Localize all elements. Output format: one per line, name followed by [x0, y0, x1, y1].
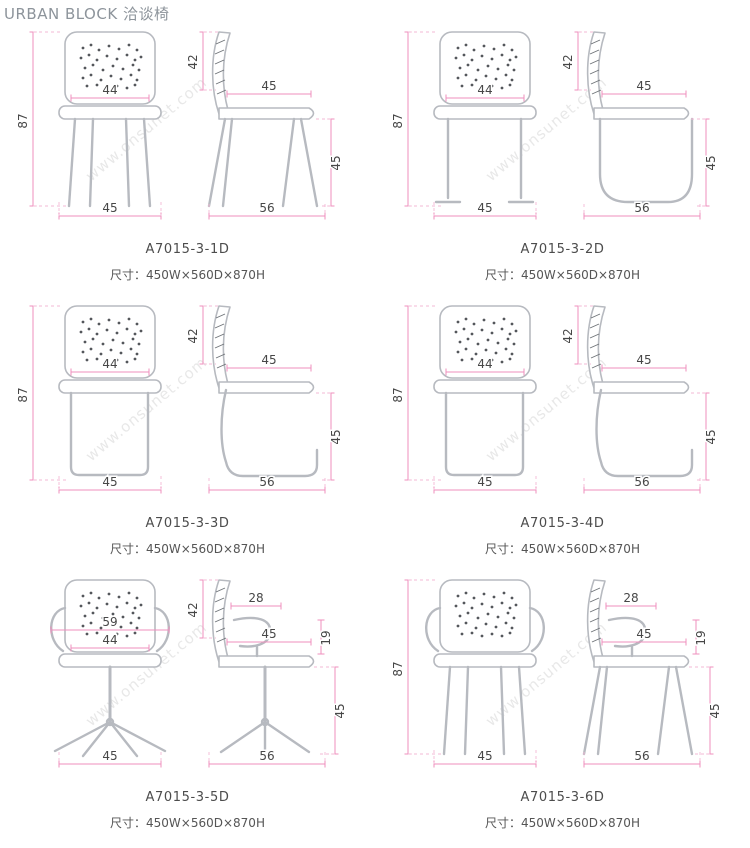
dim-side-seat-height: 45 — [704, 155, 718, 170]
front-view — [59, 306, 161, 477]
side-view — [586, 305, 693, 478]
chair-spec-cell-2: 87 44 45 42 45 45 56 A7015-3-2D 尺寸：450W×… — [375, 26, 750, 300]
dim-side-seat-depth: 45 — [261, 353, 276, 367]
chair-drawing-4: 87 44 45 42 45 45 56 — [389, 305, 719, 491]
dim-front-base-width: 45 — [102, 201, 117, 215]
dim-side-seat-depth: 45 — [261, 79, 276, 93]
page-title: URBAN BLOCK 洽谈椅 — [4, 5, 170, 23]
size-label: 尺寸：450W×560D×870H — [110, 268, 265, 282]
chair-drawing-5: 59 44 45 42 28 45 19 45 56 — [49, 579, 348, 765]
size-label: 尺寸：450W×560D×870H — [110, 542, 265, 556]
dim-side-back-height: 42 — [186, 602, 200, 617]
dim-side-back-height: 42 — [186, 328, 200, 343]
dim-front-height: 87 — [391, 387, 405, 402]
model-number: A7015-3-3D — [145, 516, 230, 531]
side-view — [586, 31, 693, 204]
dim-side-arm-height: 19 — [319, 630, 333, 645]
dim-front-seat-width: 44 — [477, 357, 492, 371]
model-number: A7015-3-5D — [145, 790, 230, 805]
model-number: A7015-3-6D — [520, 790, 605, 805]
dim-front-seat-width: 44 — [477, 83, 492, 97]
dim-front-base-width: 45 — [477, 201, 492, 215]
dim-side-seat-depth: 45 — [636, 353, 651, 367]
dim-side-arm-depth: 28 — [623, 591, 638, 605]
dim-side-seat-depth: 45 — [261, 627, 276, 641]
front-view — [424, 580, 545, 756]
dim-side-base-depth: 56 — [634, 475, 649, 489]
front-view — [434, 32, 536, 204]
chair-drawing-3: 87 44 45 42 45 45 56 — [14, 305, 344, 491]
dim-front-height: 87 — [16, 113, 30, 128]
chair-drawing-2: 87 44 45 42 45 45 56 — [389, 31, 719, 217]
dim-front-height: 87 — [391, 661, 405, 676]
dim-side-seat-depth: 45 — [636, 79, 651, 93]
size-label: 尺寸：450W×560D×870H — [485, 816, 640, 830]
dim-side-back-height: 42 — [561, 328, 575, 343]
dim-side-base-depth: 56 — [634, 201, 649, 215]
spec-grid: 87 44 45 42 45 45 56 A7015-3-1D 尺寸：450W×… — [0, 26, 750, 848]
dim-side-back-height: 42 — [561, 54, 575, 69]
model-number: A7015-3-4D — [520, 516, 605, 531]
chair-spec-cell-1: 87 44 45 42 45 45 56 A7015-3-1D 尺寸：450W×… — [0, 26, 375, 300]
dim-side-base-depth: 56 — [259, 475, 274, 489]
dim-side-seat-height: 45 — [704, 429, 718, 444]
dim-front-height: 87 — [391, 113, 405, 128]
front-view — [49, 580, 170, 758]
dim-front-base-width: 45 — [102, 749, 117, 763]
dim-side-back-height: 42 — [186, 54, 200, 69]
front-view — [434, 306, 536, 477]
chair-spec-cell-6: 87 45 28 45 19 45 56 A7015-3-6D 尺寸：450W×… — [375, 574, 750, 848]
chair-spec-cell-5: 59 44 45 42 28 45 19 45 56 A7015-3-5D 尺寸… — [0, 574, 375, 848]
dim-side-seat-height: 45 — [329, 155, 343, 170]
chair-spec-cell-4: 87 44 45 42 45 45 56 A7015-3-4D 尺寸：450W×… — [375, 300, 750, 574]
side-view — [207, 31, 318, 208]
side-view — [211, 305, 318, 478]
dim-front-height: 87 — [16, 387, 30, 402]
dim-front-seat-width: 44 — [102, 357, 117, 371]
dim-front-base-width: 45 — [477, 749, 492, 763]
model-number: A7015-3-1D — [145, 242, 230, 257]
dim-front-seat-width: 44 — [102, 83, 117, 97]
chair-spec-cell-3: 87 44 45 42 45 45 56 A7015-3-3D 尺寸：450W×… — [0, 300, 375, 574]
dim-side-seat-height: 45 — [333, 703, 347, 718]
dim-side-arm-height: 19 — [694, 630, 708, 645]
front-view — [59, 32, 161, 208]
size-label: 尺寸：450W×560D×870H — [485, 268, 640, 282]
model-number: A7015-3-2D — [520, 242, 605, 257]
dim-side-seat-depth: 45 — [636, 627, 651, 641]
dim-side-seat-height: 45 — [329, 429, 343, 444]
dim-side-base-depth: 56 — [634, 749, 649, 763]
chair-drawing-1: 87 44 45 42 45 45 56 — [14, 31, 344, 217]
dim-front-base-width: 45 — [477, 475, 492, 489]
size-label: 尺寸：450W×560D×870H — [485, 542, 640, 556]
dim-front-seat-width: 44 — [102, 633, 117, 647]
dim-side-base-depth: 56 — [259, 749, 274, 763]
chair-drawing-6: 87 45 28 45 19 45 56 — [389, 579, 723, 765]
dim-side-arm-depth: 28 — [248, 591, 263, 605]
dim-side-seat-height: 45 — [708, 703, 722, 718]
dim-front-base-width: 45 — [102, 475, 117, 489]
dim-front-arm-width: 59 — [102, 615, 117, 629]
size-label: 尺寸：450W×560D×870H — [110, 816, 265, 830]
dim-side-base-depth: 56 — [259, 201, 274, 215]
